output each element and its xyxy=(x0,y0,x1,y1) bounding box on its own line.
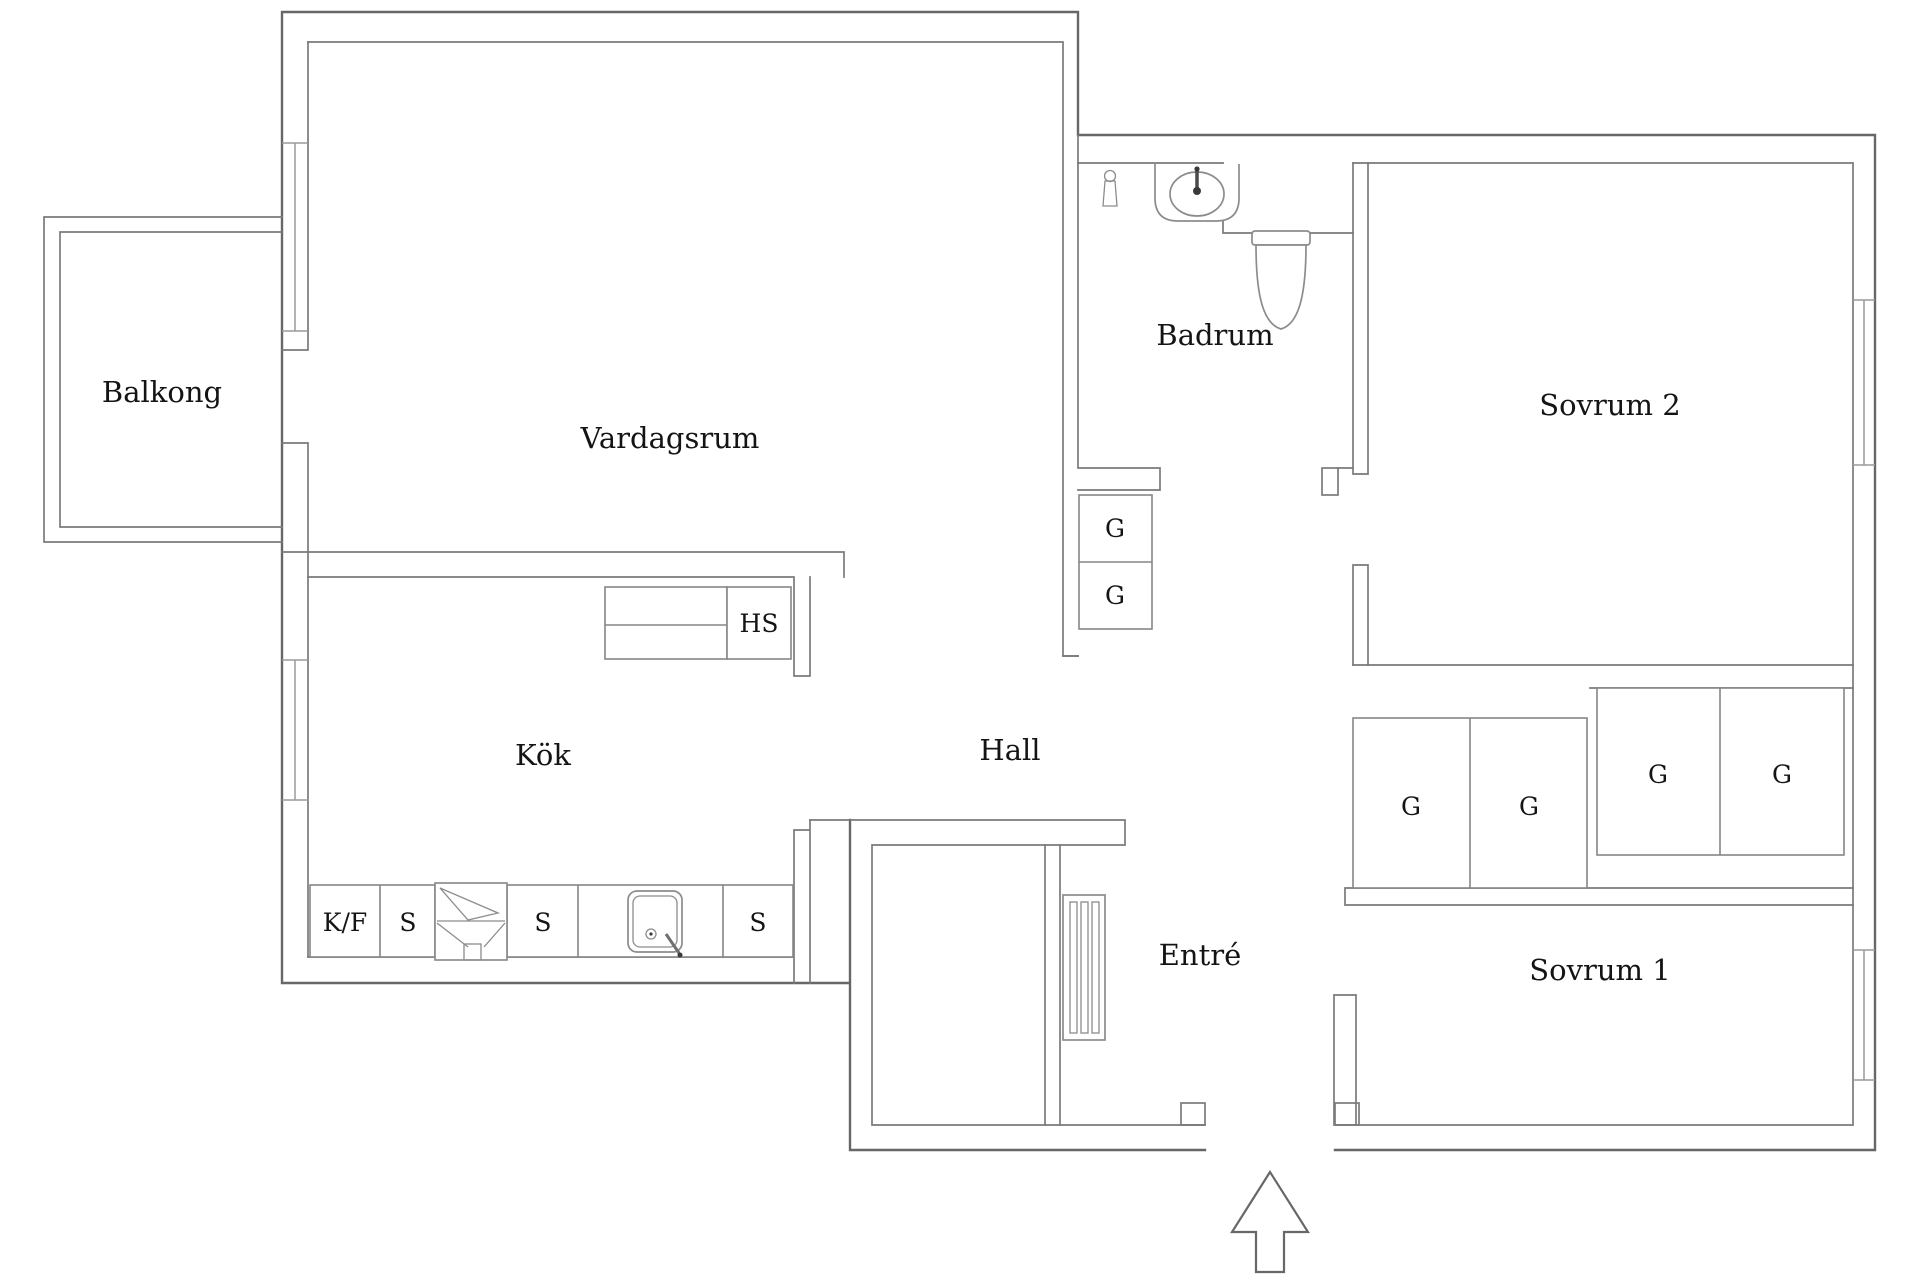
kitchen-counter-row xyxy=(309,882,794,961)
label-g-bath-top: G xyxy=(1105,514,1125,543)
bathroom-sink-icon xyxy=(1154,164,1240,222)
window-bedroom2-icon xyxy=(1853,299,1875,466)
label-kok: Kök xyxy=(515,738,571,772)
inner-walls xyxy=(281,41,1854,1126)
label-balkong: Balkong xyxy=(102,375,222,409)
label-g-mid-left-2: G xyxy=(1519,792,1539,821)
label-hall: Hall xyxy=(979,733,1040,767)
radiator-icon xyxy=(1062,894,1106,1041)
label-g-mid-right-1: G xyxy=(1648,760,1668,789)
label-s2: S xyxy=(534,908,551,937)
label-s1: S xyxy=(399,908,416,937)
label-sovrum2: Sovrum 2 xyxy=(1539,388,1680,422)
hs-cabinet xyxy=(604,586,792,660)
shower-mixer-icon xyxy=(1102,169,1118,207)
wardrobe-pair-left xyxy=(1352,717,1588,889)
wardrobe-column-badrum xyxy=(1078,494,1153,630)
toilet-icon xyxy=(1251,230,1311,330)
label-vardagsrum: Vardagsrum xyxy=(580,421,760,455)
label-sovrum1: Sovrum 1 xyxy=(1529,953,1670,987)
label-g-mid-right-2: G xyxy=(1772,760,1792,789)
label-s3: S xyxy=(749,908,766,937)
wardrobe-pair-right xyxy=(1596,687,1845,856)
label-kf: K/F xyxy=(323,908,367,937)
kitchen-sink-icon xyxy=(627,890,683,958)
outer-walls xyxy=(280,10,1877,1152)
window-bedroom1-icon xyxy=(1853,949,1875,1081)
label-g-mid-left-1: G xyxy=(1401,792,1421,821)
balcony-walls xyxy=(43,216,283,543)
label-badrum: Badrum xyxy=(1156,318,1273,352)
entrance-arrow-icon xyxy=(1230,1169,1310,1274)
label-entre: Entré xyxy=(1159,938,1242,972)
window-livingroom-icon xyxy=(282,142,308,332)
stove-icon xyxy=(434,882,508,961)
label-hs: HS xyxy=(740,609,779,638)
window-kitchen-icon xyxy=(282,659,308,801)
label-g-bath-bottom: G xyxy=(1105,581,1125,610)
windows xyxy=(282,142,1875,1081)
